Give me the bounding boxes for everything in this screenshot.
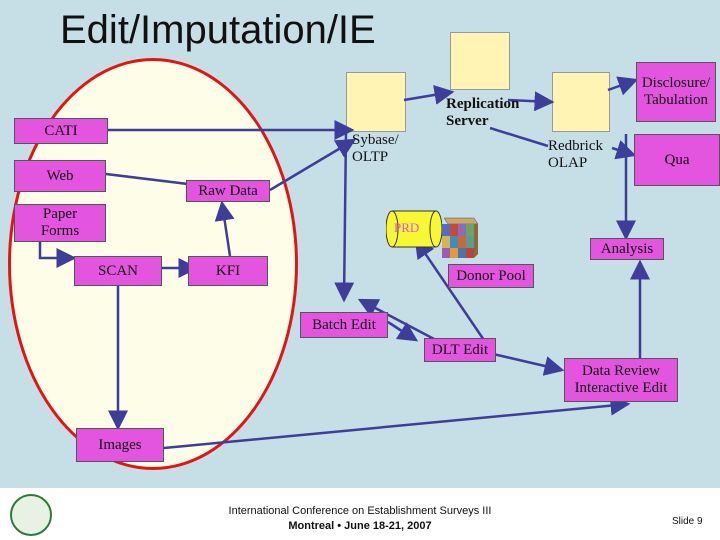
footer-text: International Conference on Establishmen… [180,504,540,534]
data-review-box: Data Review Interactive Edit [564,358,678,402]
web-box: Web [14,160,106,192]
arrow-paper-scan [38,240,77,268]
dlt-edit-box: DLT Edit [424,338,496,362]
images-box: Images [76,428,164,462]
footer-line-2: Montreal • June 18-21, 2007 [288,520,432,532]
arrow-raw-sybase [269,138,357,192]
replication-label: Replication Server [446,96,520,129]
arrow-dlt-sybase [357,298,437,342]
arrow-dlt-prd [414,237,490,347]
arrow-images-review [163,395,631,450]
raw-data-box: Raw Data [186,180,270,202]
arrow-redbrick-disclosure [607,76,639,96]
arrow-redbrick-qua [611,140,637,160]
cati-box: CATI [14,118,108,144]
redbrick-label: Redbrick OLAP [548,138,603,171]
replication-db-icon [450,32,510,90]
arrow-kfi-raw [214,200,235,257]
scan-box: SCAN [74,256,162,286]
arrow-replication-redbrick [507,91,555,112]
sybase-label: Sybase/ OLTP [352,132,399,165]
arrow-batch-link [387,320,401,332]
sybase-db-icon [346,72,406,132]
arrow-sybase-replication [403,85,455,105]
data-cube-icon [442,217,478,258]
analysis-box: Analysis [590,238,664,260]
footer-line-1: International Conference on Establishmen… [228,505,492,517]
batch-edit-box: Batch Edit [300,312,388,338]
donor-pool-box: Donor Pool [448,264,534,288]
qua-box: Qua [634,134,720,186]
slide-title: Edit/Imputation/IE [60,8,376,52]
conference-logo-icon [10,494,52,536]
kfi-box: KFI [188,256,268,286]
slide-number: Slide 9 [672,516,703,527]
paper-forms-box: Paper Forms [14,204,106,242]
prd-cylinder [386,210,442,248]
prd-label: PRD [394,220,420,235]
arrow-sybase-batch [334,131,355,303]
footer [0,488,720,540]
disclosure-box: Disclosure/ Tabulation [636,62,716,122]
arrow-replication-redbrick-2 [489,126,549,148]
arrow-web-raw [105,172,197,187]
